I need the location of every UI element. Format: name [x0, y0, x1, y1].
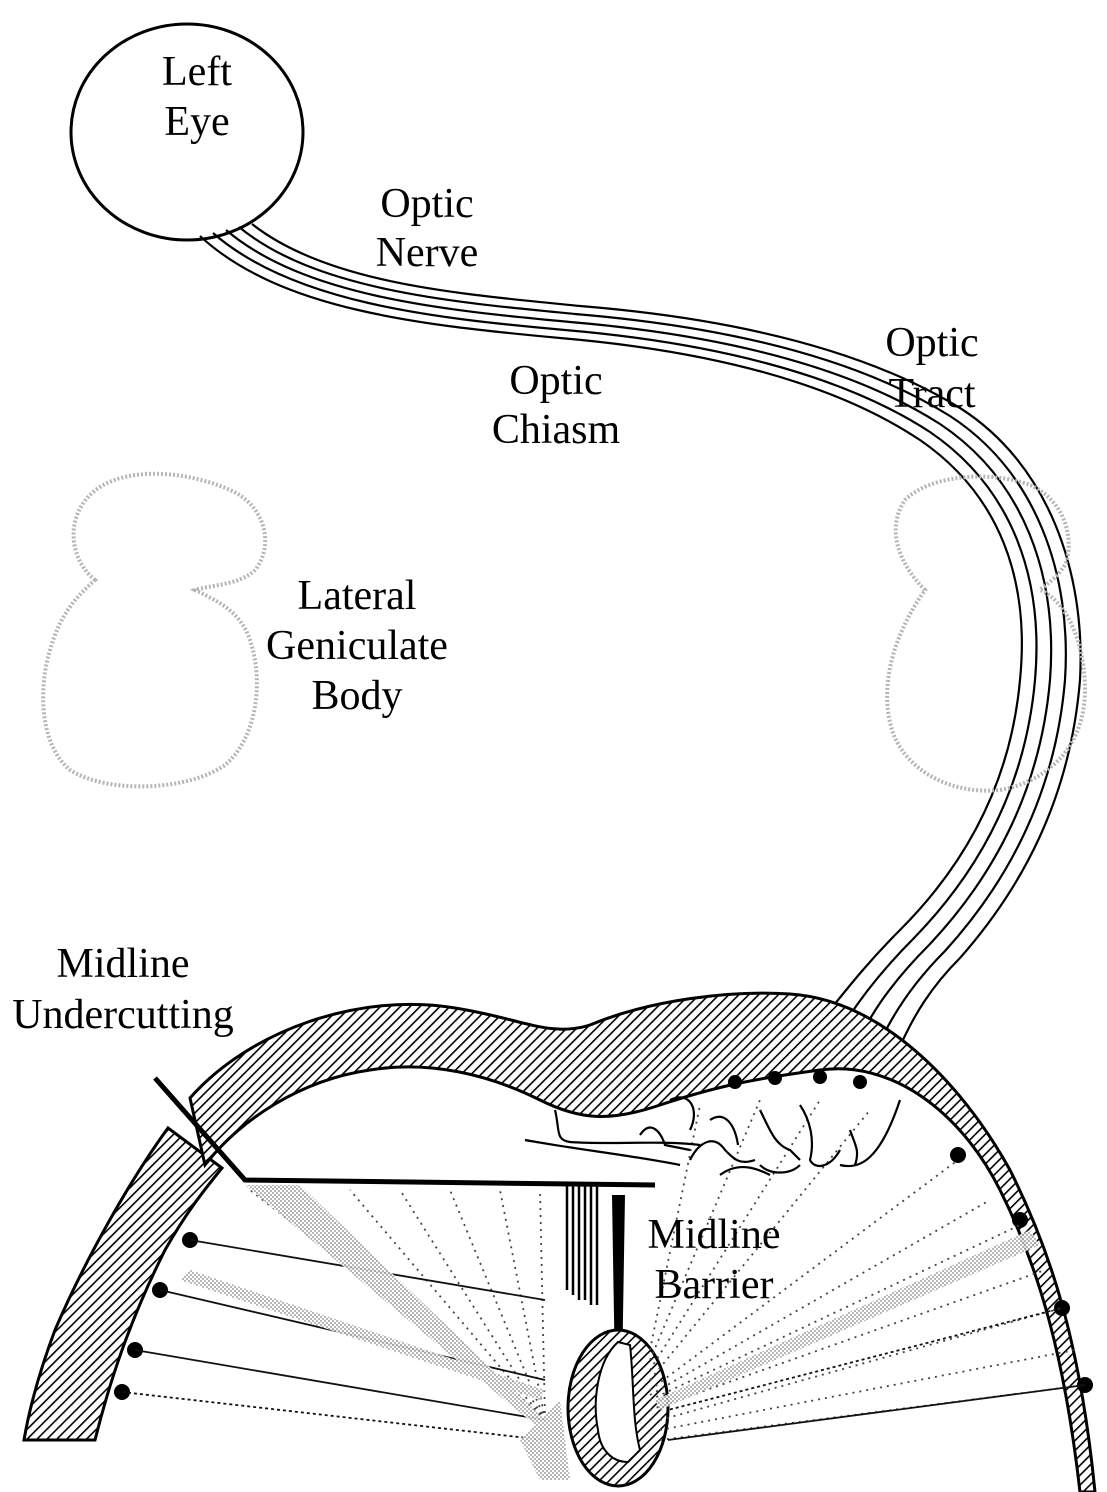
label-midline-undercutting-1: Midline — [57, 941, 190, 987]
label-optic-tract-2: Tract — [888, 371, 975, 417]
midline-barrier-strips — [567, 1185, 597, 1305]
label-midline-undercutting-2: Undercutting — [12, 992, 234, 1038]
label-optic-nerve-2: Nerve — [376, 230, 479, 276]
label-left-eye-2: Eye — [164, 99, 229, 145]
left-lgn-outline — [43, 474, 265, 787]
label-left-eye-1: Left — [162, 49, 232, 95]
label-midline-barrier-1: Midline — [648, 1212, 781, 1258]
label-optic-tract-1: Optic — [885, 320, 978, 366]
label-optic-nerve-1: Optic — [380, 181, 473, 227]
label-lgn-2: Geniculate — [266, 623, 448, 669]
label-midline-barrier-2: Barrier — [655, 1262, 774, 1308]
left-projection-fibers — [122, 1240, 545, 1440]
label-optic-chiasm-1: Optic — [509, 358, 602, 404]
label-lgn-3: Body — [311, 673, 402, 719]
label-optic-chiasm-2: Chiasm — [492, 407, 621, 453]
label-lgn-1: Lateral — [298, 573, 417, 619]
